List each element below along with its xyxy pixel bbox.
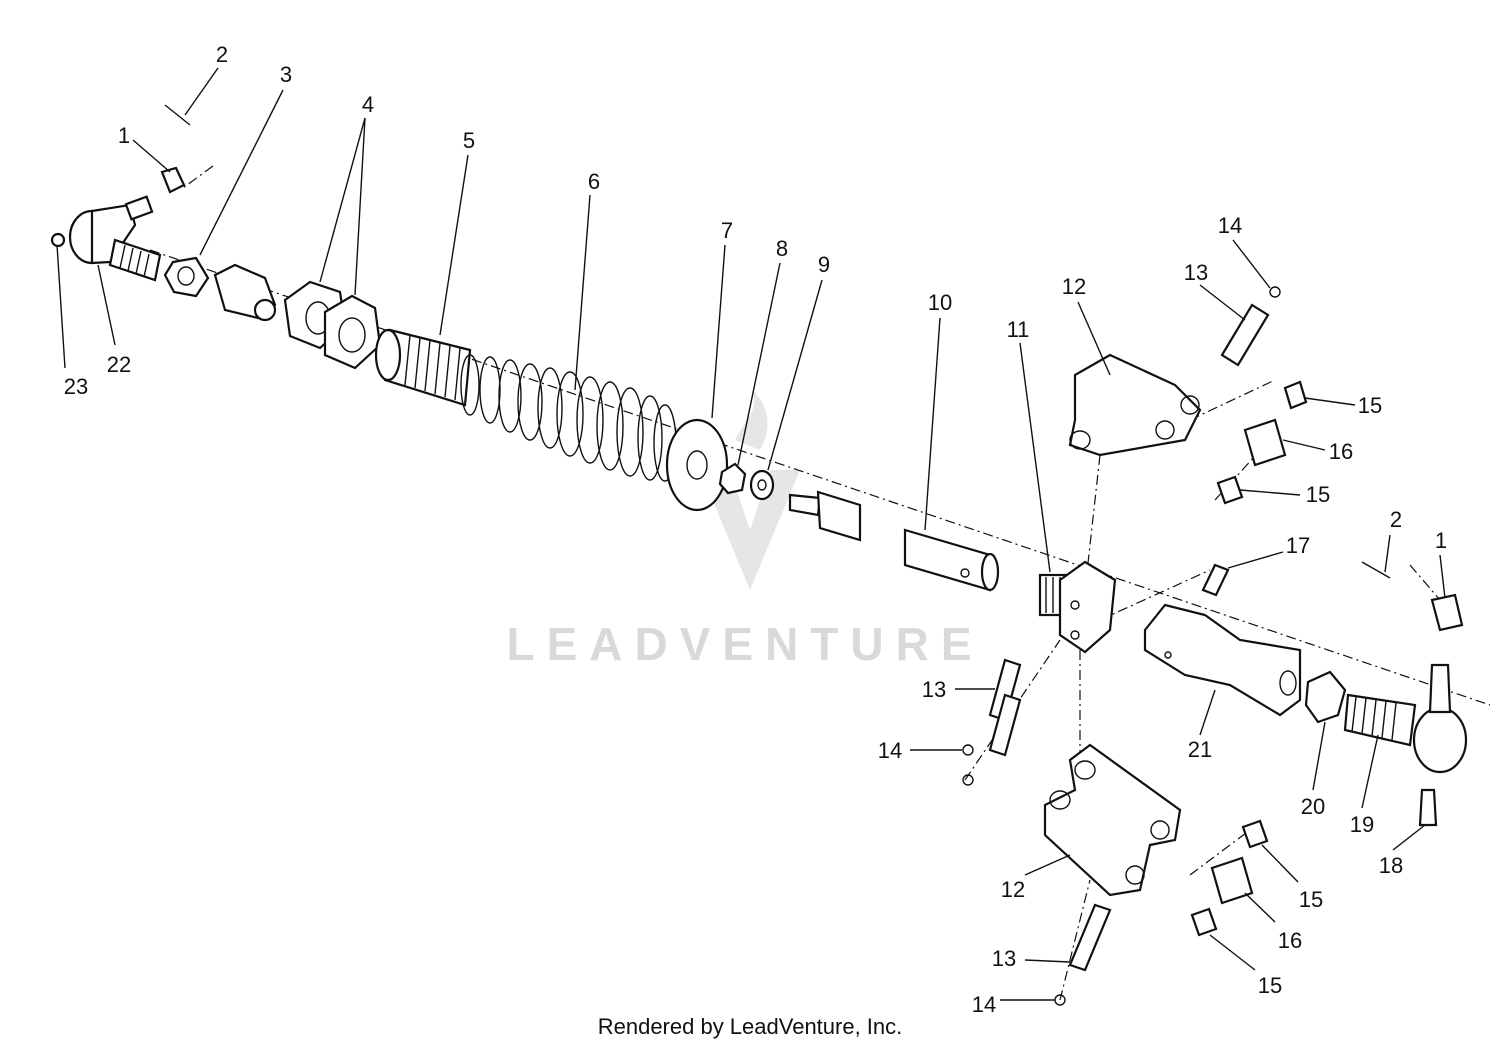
callout-22: 22: [107, 352, 131, 377]
callout-17: 17: [1286, 533, 1310, 558]
part-bushings-lower: [1190, 819, 1269, 937]
callout-12: 12: [1062, 274, 1086, 299]
axis-lines: [149, 165, 1491, 1001]
callout-2: 2: [216, 42, 228, 67]
callout-1: 1: [118, 123, 130, 148]
callout-20: 20: [1301, 794, 1325, 819]
watermark-text: LEADVENTURE: [506, 618, 983, 670]
callout-6: 6: [588, 169, 600, 194]
credit-text: Rendered by LeadVenture, Inc.: [598, 1014, 903, 1039]
callout-13: 13: [1184, 260, 1208, 285]
callout-13: 13: [992, 946, 1016, 971]
callout-19: 19: [1350, 812, 1374, 837]
callout-7: 7: [721, 218, 733, 243]
callout-10: 10: [928, 290, 952, 315]
callout-12: 12: [1001, 877, 1025, 902]
callout-11: 11: [1007, 317, 1030, 342]
part-threaded-tube-5: [374, 328, 472, 407]
part-block-11: [1038, 560, 1117, 654]
part-spring-6: [460, 354, 677, 482]
callout-16: 16: [1278, 928, 1302, 953]
leader-lines: [56, 67, 1446, 1001]
callout-15: 15: [1358, 393, 1382, 418]
callout-14: 14: [878, 738, 902, 763]
part-clips-14: [962, 286, 1281, 1006]
part-pin-17: [1201, 563, 1230, 597]
part-pin-13-upper: [1220, 303, 1270, 367]
part-washer-9: [749, 469, 775, 501]
callout-2: 2: [1390, 507, 1402, 532]
callout-1: 1: [1435, 528, 1447, 553]
part-tie-rod-end-left: [50, 104, 191, 282]
callout-15: 15: [1299, 887, 1323, 912]
part-housing-21: [1143, 603, 1302, 717]
part-nut-20: [1304, 670, 1347, 724]
part-bracket-12-lower: [1043, 743, 1182, 897]
callout-9: 9: [818, 252, 830, 277]
part-tube-10: [903, 528, 1000, 592]
callout-8: 8: [776, 236, 788, 261]
callout-18: 18: [1379, 853, 1403, 878]
callout-16: 16: [1329, 439, 1353, 464]
callout-labels: 2 3 4 1 5 6 23 22 7 8 9 10 11 12 13 14 1…: [64, 42, 1447, 1017]
part-bushings-upper: [1216, 380, 1308, 505]
callout-14: 14: [1218, 213, 1242, 238]
callout-21: 21: [1188, 737, 1212, 762]
callout-15: 15: [1306, 482, 1330, 507]
callout-3: 3: [280, 62, 292, 87]
callout-14: 14: [972, 992, 996, 1017]
callout-4: 4: [362, 92, 374, 117]
part-nut-3: [163, 256, 210, 298]
callout-5: 5: [463, 128, 475, 153]
part-washer-7: [665, 418, 729, 512]
part-stud: [788, 490, 862, 542]
part-pin-13-mid: [988, 658, 1022, 757]
part-pin-13-lower: [1068, 903, 1112, 972]
part-bracket-12-upper: [1068, 353, 1202, 457]
callout-15: 15: [1258, 973, 1282, 998]
part-tie-rod-end-right: [1343, 561, 1468, 827]
part-nut-8: [718, 462, 747, 495]
part-jam-nuts-4: [283, 280, 382, 370]
part-coupler: [213, 263, 277, 322]
callout-23: 23: [64, 374, 88, 399]
callout-13: 13: [922, 677, 946, 702]
